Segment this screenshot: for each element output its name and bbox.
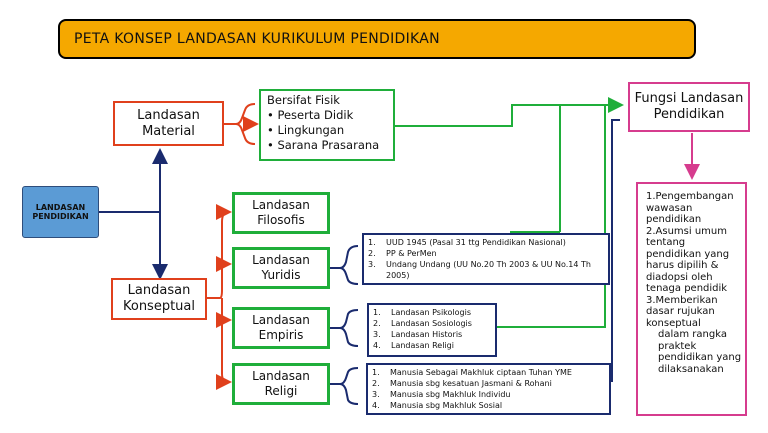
list-item: 2. Landasan Sosiologis [373, 318, 491, 329]
item-text: Landasan Psikologis [391, 308, 471, 317]
landasan-konseptual-node: Landasan Konseptual [111, 278, 207, 320]
filosofis-line-1: Landasan [252, 198, 310, 212]
fungsi-text: wawasan [646, 202, 693, 214]
fungsi-text: pendidikan yang [646, 248, 730, 260]
fisik-item: • Peserta Didik [267, 108, 354, 122]
fungsi-text: tentang [646, 237, 686, 248]
landasan-empiris-node: Landasan Empiris [232, 307, 330, 349]
empiris-list-box: 1. Landasan Psikologis 2. Landasan Sosiolo… [367, 303, 497, 357]
fungsi-text: 3.Memberikan [646, 294, 718, 306]
item-text: Landasan Historis [391, 330, 463, 339]
item-text: Manusia Sebagai Makhluk ciptaan Tuhan YM… [390, 368, 572, 377]
fungsi-text: dilaksanakan [658, 363, 724, 375]
fungsi-text: tenaga pendidik [646, 283, 728, 294]
fungsi-text: diadopsi oleh [646, 271, 713, 283]
religi-line-2: Religi [264, 384, 298, 398]
root-line-2: PENDIDIKAN [32, 212, 89, 221]
list-item: 4. Manusia sbg Makhluk Sosial [372, 400, 605, 411]
religi-list-box: 1. Manusia Sebagai Makhluk ciptaan Tuhan … [366, 363, 611, 415]
fungsi-text: dasar rujukan [646, 306, 715, 317]
list-item: 1. UUD 1945 (Pasal 31 ttg Pendidikan Nasi… [368, 237, 604, 248]
item-number: 2. [372, 379, 380, 388]
list-item: 2. Manusia sbg kesatuan Jasmani & Rohani [372, 378, 605, 389]
fungsi-text: konseptual [646, 317, 701, 329]
title-banner: PETA KONSEP LANDASAN KURIKULUM PENDIDIKA… [58, 19, 696, 59]
landasan-material-node: Landasan Material [113, 101, 224, 146]
list-item: 2. PP & PerMen [368, 248, 604, 259]
item-text: Manusia sbg Makhluk Sosial [390, 401, 503, 410]
item-text: Manusia sbg Makhluk Individu [390, 390, 511, 399]
item-text: Landasan Sosiologis [391, 319, 472, 328]
item-number: 3. [373, 330, 381, 339]
list-item: 3. Manusia sbg Makhluk Individu [372, 389, 605, 400]
list-item: 3. Landasan Historis [373, 329, 491, 340]
item-number: 2. [373, 319, 381, 328]
landasan-religi-node: Landasan Religi [232, 363, 330, 405]
item-number: 3. [372, 390, 380, 399]
list-item: 3. Undang Undang (UU No.20 Th 2003 & UU N… [368, 259, 604, 281]
fungsi-line-1: Fungsi Landasan [634, 91, 744, 106]
item-text: Manusia sbg kesatuan Jasmani & Rohani [390, 379, 552, 388]
fungsi-list-box: 1.Pengembangan wawasan pendidikan 2.Asum… [636, 182, 747, 416]
item-number: 1. [372, 368, 380, 377]
item-text: PP & PerMen [386, 249, 437, 258]
list-item: 1. Manusia Sebagai Makhluk ciptaan Tuhan … [372, 367, 605, 378]
fisik-item: • Lingkungan [267, 123, 345, 137]
item-number: 4. [373, 341, 381, 350]
filosofis-line-2: Filosofis [257, 213, 305, 227]
fisik-heading: Bersifat Fisik [267, 93, 340, 107]
landasan-yuridis-node: Landasan Yuridis [232, 247, 330, 289]
page-title: PETA KONSEP LANDASAN KURIKULUM PENDIDIKA… [74, 31, 440, 47]
item-text: UUD 1945 (Pasal 31 ttg Pendidikan Nasion… [386, 238, 566, 247]
empiris-line-1: Landasan [252, 313, 310, 327]
list-item: 1. Landasan Psikologis [373, 307, 491, 318]
fungsi-text: 1.Pengembangan [646, 191, 734, 202]
item-number: 4. [372, 401, 380, 410]
bersifat-fisik-box: Bersifat Fisik • Peserta Didik • Lingkun… [259, 89, 395, 161]
fungsi-text: praktek [658, 340, 697, 352]
item-number: 2. [368, 249, 376, 258]
item-number: 1. [373, 308, 381, 317]
fungsi-text: dalam rangka [658, 329, 727, 340]
fungsi-text: pendidikan [646, 214, 702, 225]
fungsi-text: harus dipilih & [646, 260, 719, 271]
yuridis-line-2: Yuridis [261, 268, 301, 282]
item-text: Undang Undang (UU No.20 Th 2003 & UU No.… [386, 260, 591, 280]
fungsi-landasan-node: Fungsi Landasan Pendidikan [628, 82, 750, 132]
fungsi-text: 2.Asumsi umum [646, 225, 727, 237]
fungsi-line-2: Pendidikan [653, 107, 725, 122]
root-line-1: LANDASAN [35, 203, 86, 212]
material-line-2: Material [142, 123, 195, 139]
empiris-line-2: Empiris [258, 328, 304, 342]
fisik-item: • Sarana Prasarana [267, 138, 380, 152]
item-number: 3. [368, 260, 376, 269]
religi-line-1: Landasan [252, 369, 310, 383]
landasan-pendidikan-node: LANDASAN PENDIDIKAN [22, 186, 99, 238]
landasan-filosofis-node: Landasan Filosofis [232, 192, 330, 234]
yuridis-list-box: 1. UUD 1945 (Pasal 31 ttg Pendidikan Nasi… [362, 233, 610, 285]
item-number: 1. [368, 238, 376, 247]
yuridis-line-1: Landasan [252, 253, 310, 267]
konseptual-line-1: Landasan [127, 283, 191, 298]
fungsi-text: pendidikan yang [658, 352, 742, 363]
konseptual-line-2: Konseptual [122, 299, 195, 314]
list-item: 4. Landasan Religi [373, 340, 491, 351]
material-line-1: Landasan [137, 107, 200, 123]
item-text: Landasan Religi [391, 341, 454, 350]
